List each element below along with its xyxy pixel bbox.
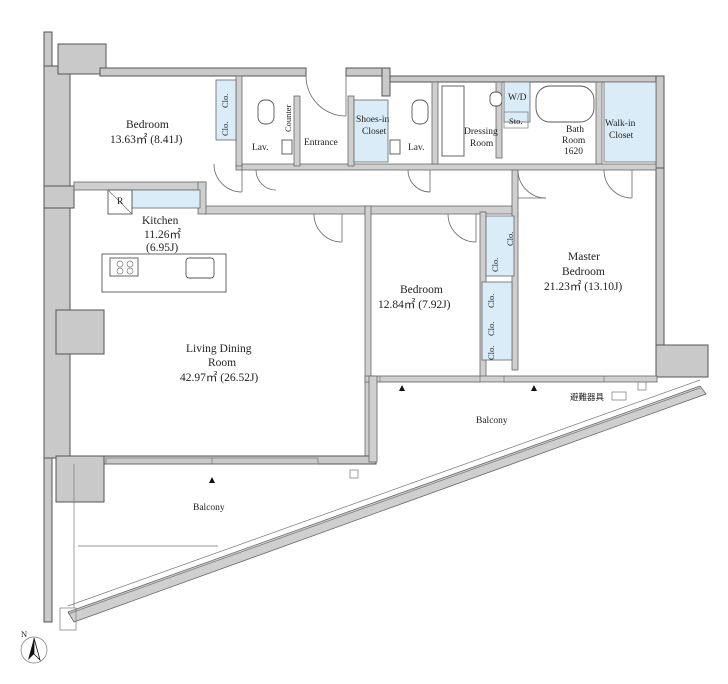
dressing-line1: Dressing <box>464 127 498 137</box>
bedroom-mid-name: Bedroom <box>400 284 443 296</box>
clo-label: Clo. <box>490 258 500 272</box>
clo-label: Clo. <box>486 322 496 336</box>
clo-label: Clo. <box>220 94 230 108</box>
fixtures <box>101 85 595 293</box>
clo-label: Clo. <box>486 294 496 308</box>
bedroom-nw-name: Bedroom <box>126 119 169 131</box>
counter-label: Counter <box>283 104 293 132</box>
bath-line3: 1620 <box>564 147 583 157</box>
closets <box>131 79 657 361</box>
evac-equipment-label: 避難器具 <box>570 392 605 402</box>
dressing-line2: Room <box>470 139 494 149</box>
bedroom-nw-area: 13.63㎡ (8.41J) <box>110 133 183 146</box>
balcony-railing <box>59 379 707 631</box>
refrigerator-label: R <box>117 197 124 207</box>
clo-label: Clo. <box>505 232 515 246</box>
walkin-line2: Closet <box>609 131 634 141</box>
north-label: N <box>21 629 27 639</box>
kitchen-name: Kitchen <box>142 215 179 227</box>
wd-label: W/D <box>508 93 527 103</box>
north-compass: N <box>20 629 48 664</box>
entrance-label: Entrance <box>304 138 338 148</box>
master-name-2: Bedroom <box>562 266 605 278</box>
room-labels: Bedroom 13.63㎡ (8.41J) R Kitchen 11.26㎡ … <box>110 93 636 513</box>
lav-left-label: Lav. <box>252 143 269 153</box>
doors <box>213 75 633 243</box>
bedroom-mid-area: 12.84㎡ (7.92J) <box>378 298 451 311</box>
shoes-closet-line1: Shoes-in <box>356 115 390 125</box>
storage-label: Sto. <box>509 116 522 126</box>
clo-label: Clo. <box>486 346 496 360</box>
living-name-2: Room <box>208 357 236 369</box>
living-area: 42.97㎡ (26.52J) <box>180 371 258 384</box>
walkin-line1: Walk-in <box>605 119 636 129</box>
bath-line2: Room <box>562 136 586 146</box>
clo-label: Clo. <box>220 122 230 136</box>
balcony-left-label: Balcony <box>193 503 225 513</box>
master-name-1: Master <box>568 251 600 263</box>
kitchen-area: 11.26㎡ <box>144 228 181 241</box>
balcony-right-label: Balcony <box>476 416 508 426</box>
lav-right-label: Lav. <box>408 143 425 153</box>
bath-line1: Bath <box>566 125 584 135</box>
living-name-1: Living Dining <box>186 343 252 355</box>
sliding-windows <box>105 375 647 483</box>
shoes-closet-line2: Closet <box>362 127 387 137</box>
master-area: 21.23㎡ (13.10J) <box>544 280 622 293</box>
kitchen-area-j: (6.95J) <box>146 242 178 254</box>
outer-walls <box>43 31 709 623</box>
